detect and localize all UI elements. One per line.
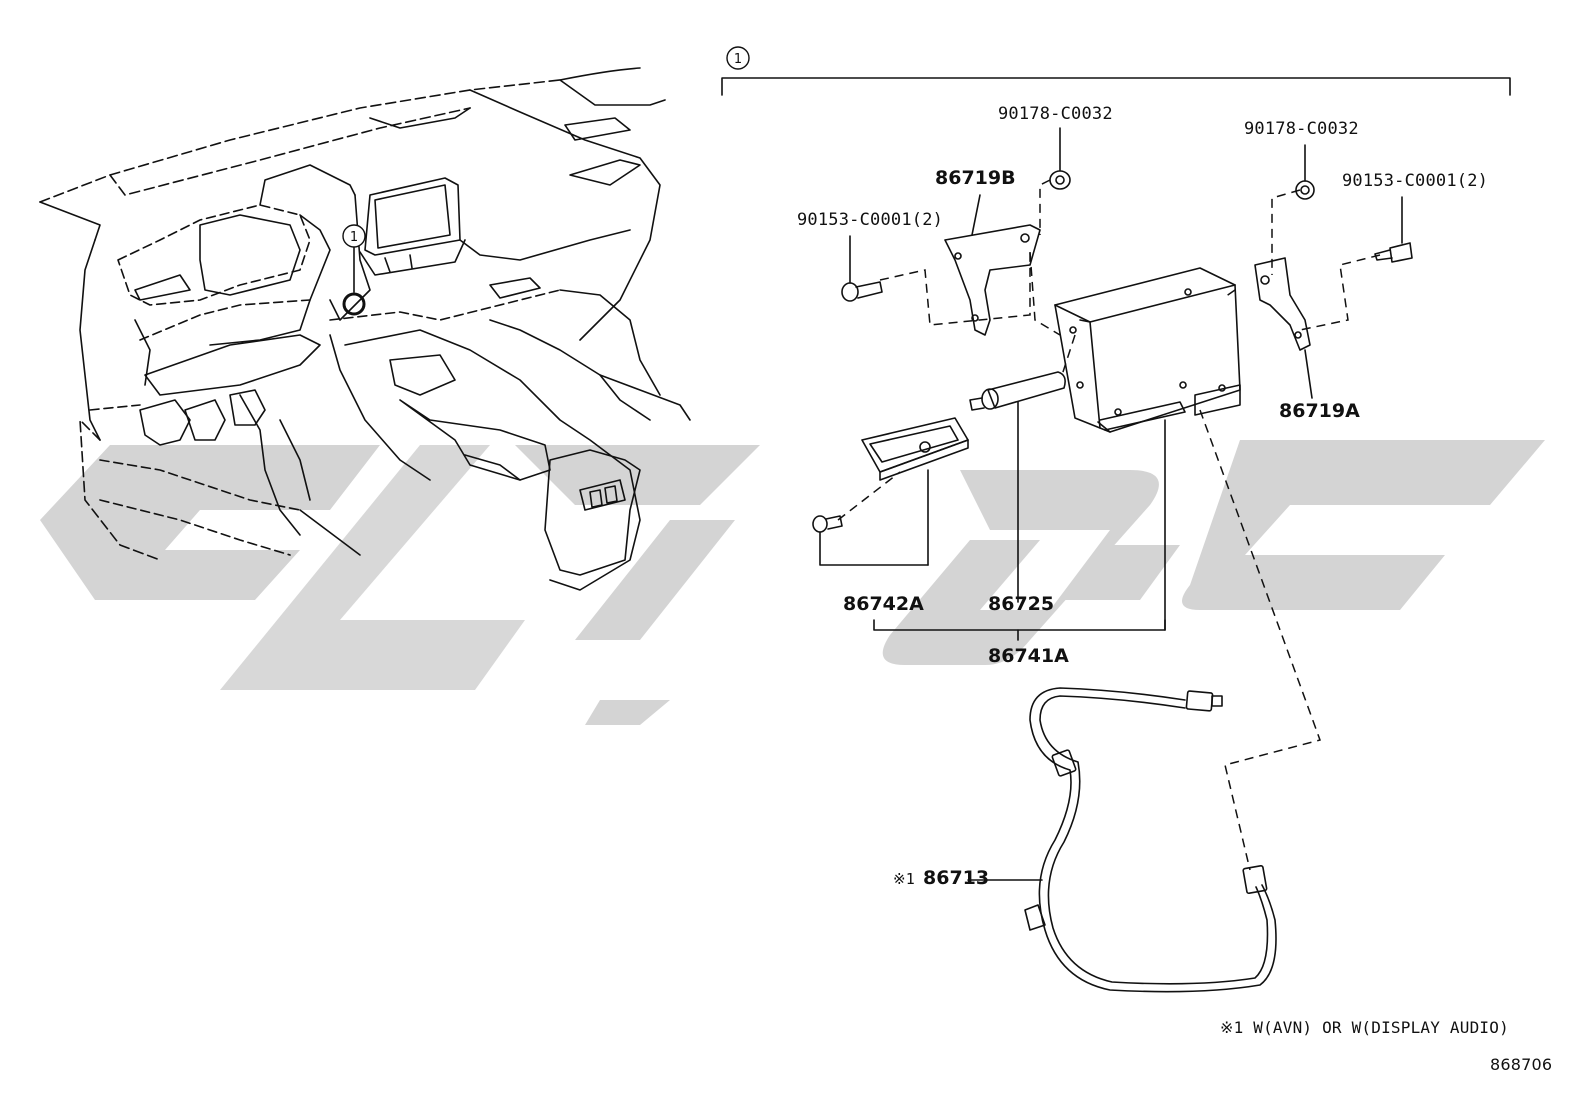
receiver-86741a bbox=[1054, 267, 1241, 631]
watermark-logo bbox=[40, 440, 1545, 725]
label-cable-mark: ※1 bbox=[893, 870, 915, 888]
footnote: ※1 W(AVN) OR W(DISPLAY AUDIO) bbox=[1220, 1018, 1509, 1037]
label-90153-left: 90153-C0001(2) bbox=[797, 210, 944, 230]
label-90153-right: 90153-C0001(2) bbox=[1342, 171, 1489, 191]
label-86742a: 86742A bbox=[843, 593, 924, 615]
callout-dashboard: 1 bbox=[350, 230, 358, 245]
label-86741a: 86741A bbox=[988, 645, 1069, 667]
dashboard-illustration bbox=[39, 67, 691, 591]
screw-90153-right bbox=[1374, 196, 1413, 263]
bracket-86719b bbox=[944, 194, 1041, 336]
nut-90178-right bbox=[1295, 144, 1315, 200]
screw-cover bbox=[812, 515, 929, 566]
label-86725: 86725 bbox=[988, 593, 1055, 615]
screw-90153-left bbox=[841, 235, 883, 302]
callout-top: 1 bbox=[734, 52, 742, 67]
nut-90178-left bbox=[1049, 127, 1071, 190]
bracket-86719a bbox=[1254, 257, 1313, 399]
label-90178-right: 90178-C0032 bbox=[1244, 119, 1359, 139]
callout-dashboard-circle bbox=[342, 224, 366, 248]
label-86713: 86713 bbox=[923, 867, 990, 889]
assembly-bracket bbox=[721, 46, 1511, 96]
diagram-id: 868706 bbox=[1490, 1055, 1553, 1074]
label-90178-left: 90178-C0032 bbox=[998, 104, 1113, 124]
label-86719b: 86719B bbox=[935, 167, 1016, 189]
label-86719a: 86719A bbox=[1279, 400, 1360, 422]
cable-86713 bbox=[967, 687, 1277, 993]
cover-86742a bbox=[861, 417, 969, 566]
antenna-rod-86725 bbox=[969, 371, 1066, 603]
dashed-guides bbox=[837, 179, 1381, 871]
